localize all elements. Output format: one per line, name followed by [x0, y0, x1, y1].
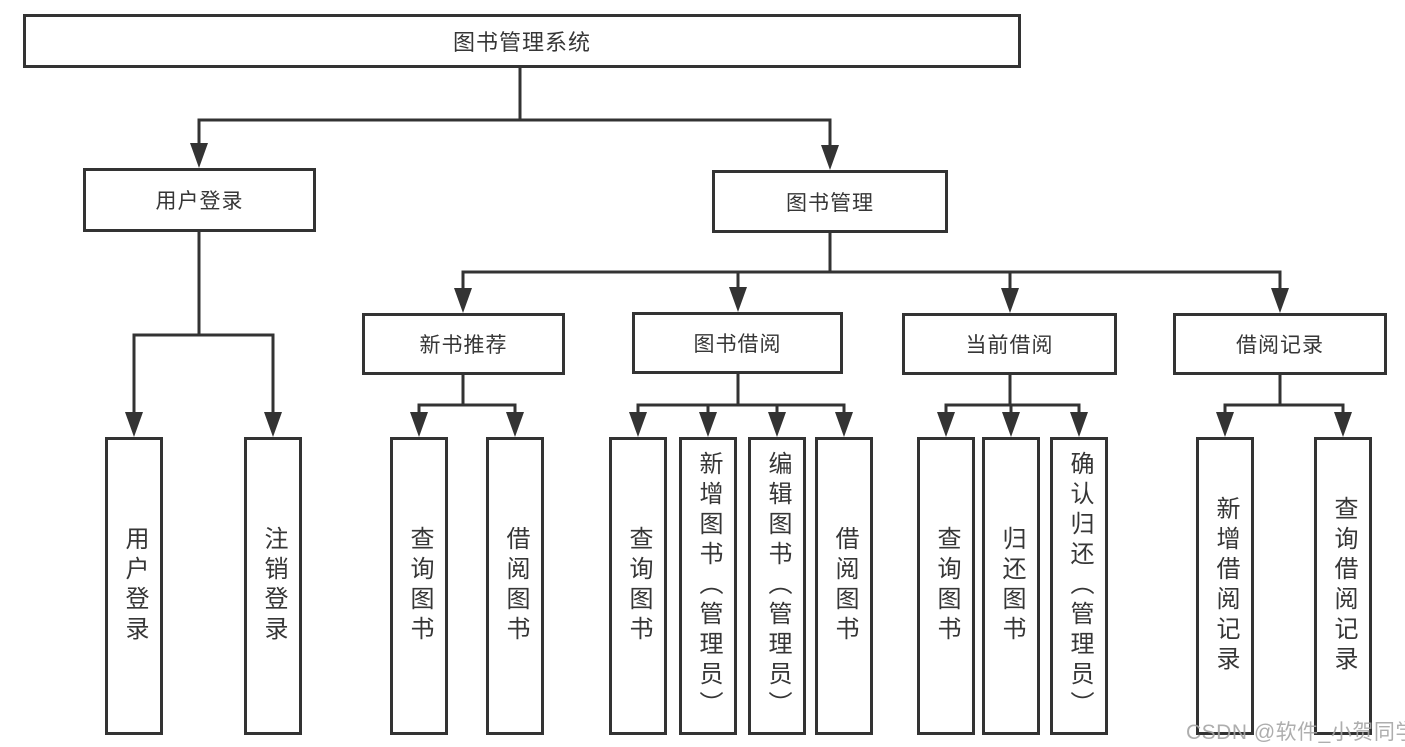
- leaf-newbook-query-books: 查询图书: [390, 437, 448, 735]
- leaf-logout: 注销登录: [244, 437, 302, 735]
- node-label: 借阅图书: [502, 526, 529, 646]
- node-label: 借阅图书: [831, 526, 858, 646]
- connector-book-mgmt-to-level3: [461, 233, 1282, 295]
- node-label: 图书借阅: [693, 333, 782, 356]
- node-label: 用户登录: [121, 526, 148, 646]
- node-label: 用户登录: [155, 190, 244, 213]
- csdn-watermark: CSDN @软件_小贺同学: [1186, 721, 1405, 744]
- leaf-records-add-borrow-record: 新增借阅记录: [1196, 437, 1254, 735]
- connector-user-login-to-leaves: [132, 232, 275, 419]
- node-label: 新增借阅记录: [1212, 496, 1239, 676]
- connector-arrowheads: [125, 143, 1352, 437]
- leaf-borrowing-add-book-admin: 新增图书（管理员）: [679, 437, 737, 735]
- leaf-newbook-borrow-books: 借阅图书: [486, 437, 544, 735]
- node-label: 归还图书: [998, 526, 1025, 646]
- leaf-borrowing-query-books: 查询图书: [609, 437, 667, 735]
- node-user-login: 用户登录: [83, 168, 316, 232]
- node-label: 新增图书（管理员）: [695, 451, 722, 721]
- node-book-borrowing: 图书借阅: [632, 312, 843, 374]
- node-label: 借阅记录: [1236, 334, 1324, 357]
- node-borrowing-records: 借阅记录: [1173, 313, 1387, 375]
- leaf-current-return-books: 归还图书: [982, 437, 1040, 735]
- leaf-records-query-borrow-record: 查询借阅记录: [1314, 437, 1372, 735]
- leaf-borrowing-borrow-books: 借阅图书: [815, 437, 873, 735]
- node-label: 查询图书: [625, 526, 652, 646]
- leaf-user-login: 用户登录: [105, 437, 163, 735]
- node-label: 编辑图书（管理员）: [764, 451, 791, 721]
- node-book-management: 图书管理: [712, 170, 948, 233]
- node-label: 查询图书: [933, 526, 960, 646]
- node-current-borrowing: 当前借阅: [902, 313, 1117, 375]
- connector-book-borrow-to-leaves: [636, 374, 846, 419]
- node-label: 图书管理: [786, 191, 874, 215]
- leaf-current-confirm-return-admin: 确认归还（管理员）: [1050, 437, 1108, 735]
- node-new-book-recommendation: 新书推荐: [362, 313, 565, 375]
- connector-root-to-level2: [197, 68, 832, 152]
- leaf-borrowing-edit-book-admin: 编辑图书（管理员）: [748, 437, 806, 735]
- node-label: 图书管理系统: [452, 30, 591, 55]
- node-label: 查询借阅记录: [1330, 496, 1357, 676]
- connector-new-book-to-leaves: [417, 375, 517, 419]
- node-label: 新书推荐: [419, 334, 508, 357]
- node-label: 当前借阅: [965, 334, 1054, 357]
- leaf-current-query-books: 查询图书: [917, 437, 975, 735]
- node-label: 确认归还（管理员）: [1066, 451, 1093, 721]
- node-library-management-system: 图书管理系统: [23, 14, 1021, 68]
- node-label: 查询图书: [406, 526, 433, 646]
- connector-borrow-records-to-leaves: [1223, 375, 1345, 419]
- node-label: 注销登录: [260, 526, 287, 646]
